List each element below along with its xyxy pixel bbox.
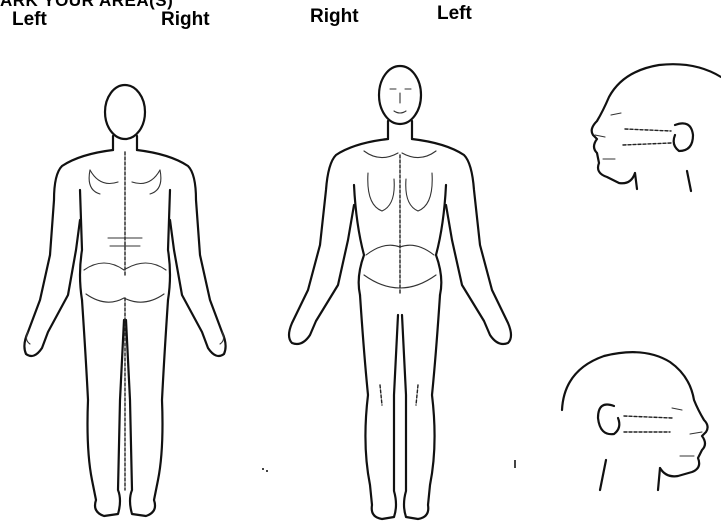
body-back-icon[interactable]: [0, 70, 250, 530]
scan-speck: [266, 470, 268, 472]
front-view-right-label: Right: [310, 6, 359, 28]
scan-speck: [262, 468, 264, 470]
back-view-right-label: Right: [161, 9, 210, 31]
front-view-left-label: Left: [437, 3, 472, 25]
head-right-profile-icon[interactable]: [575, 55, 721, 195]
body-front-icon[interactable]: [270, 55, 540, 530]
head-left-profile-icon[interactable]: [548, 340, 721, 495]
back-view-left-label: Left: [12, 9, 47, 31]
scan-speck: [514, 460, 516, 468]
